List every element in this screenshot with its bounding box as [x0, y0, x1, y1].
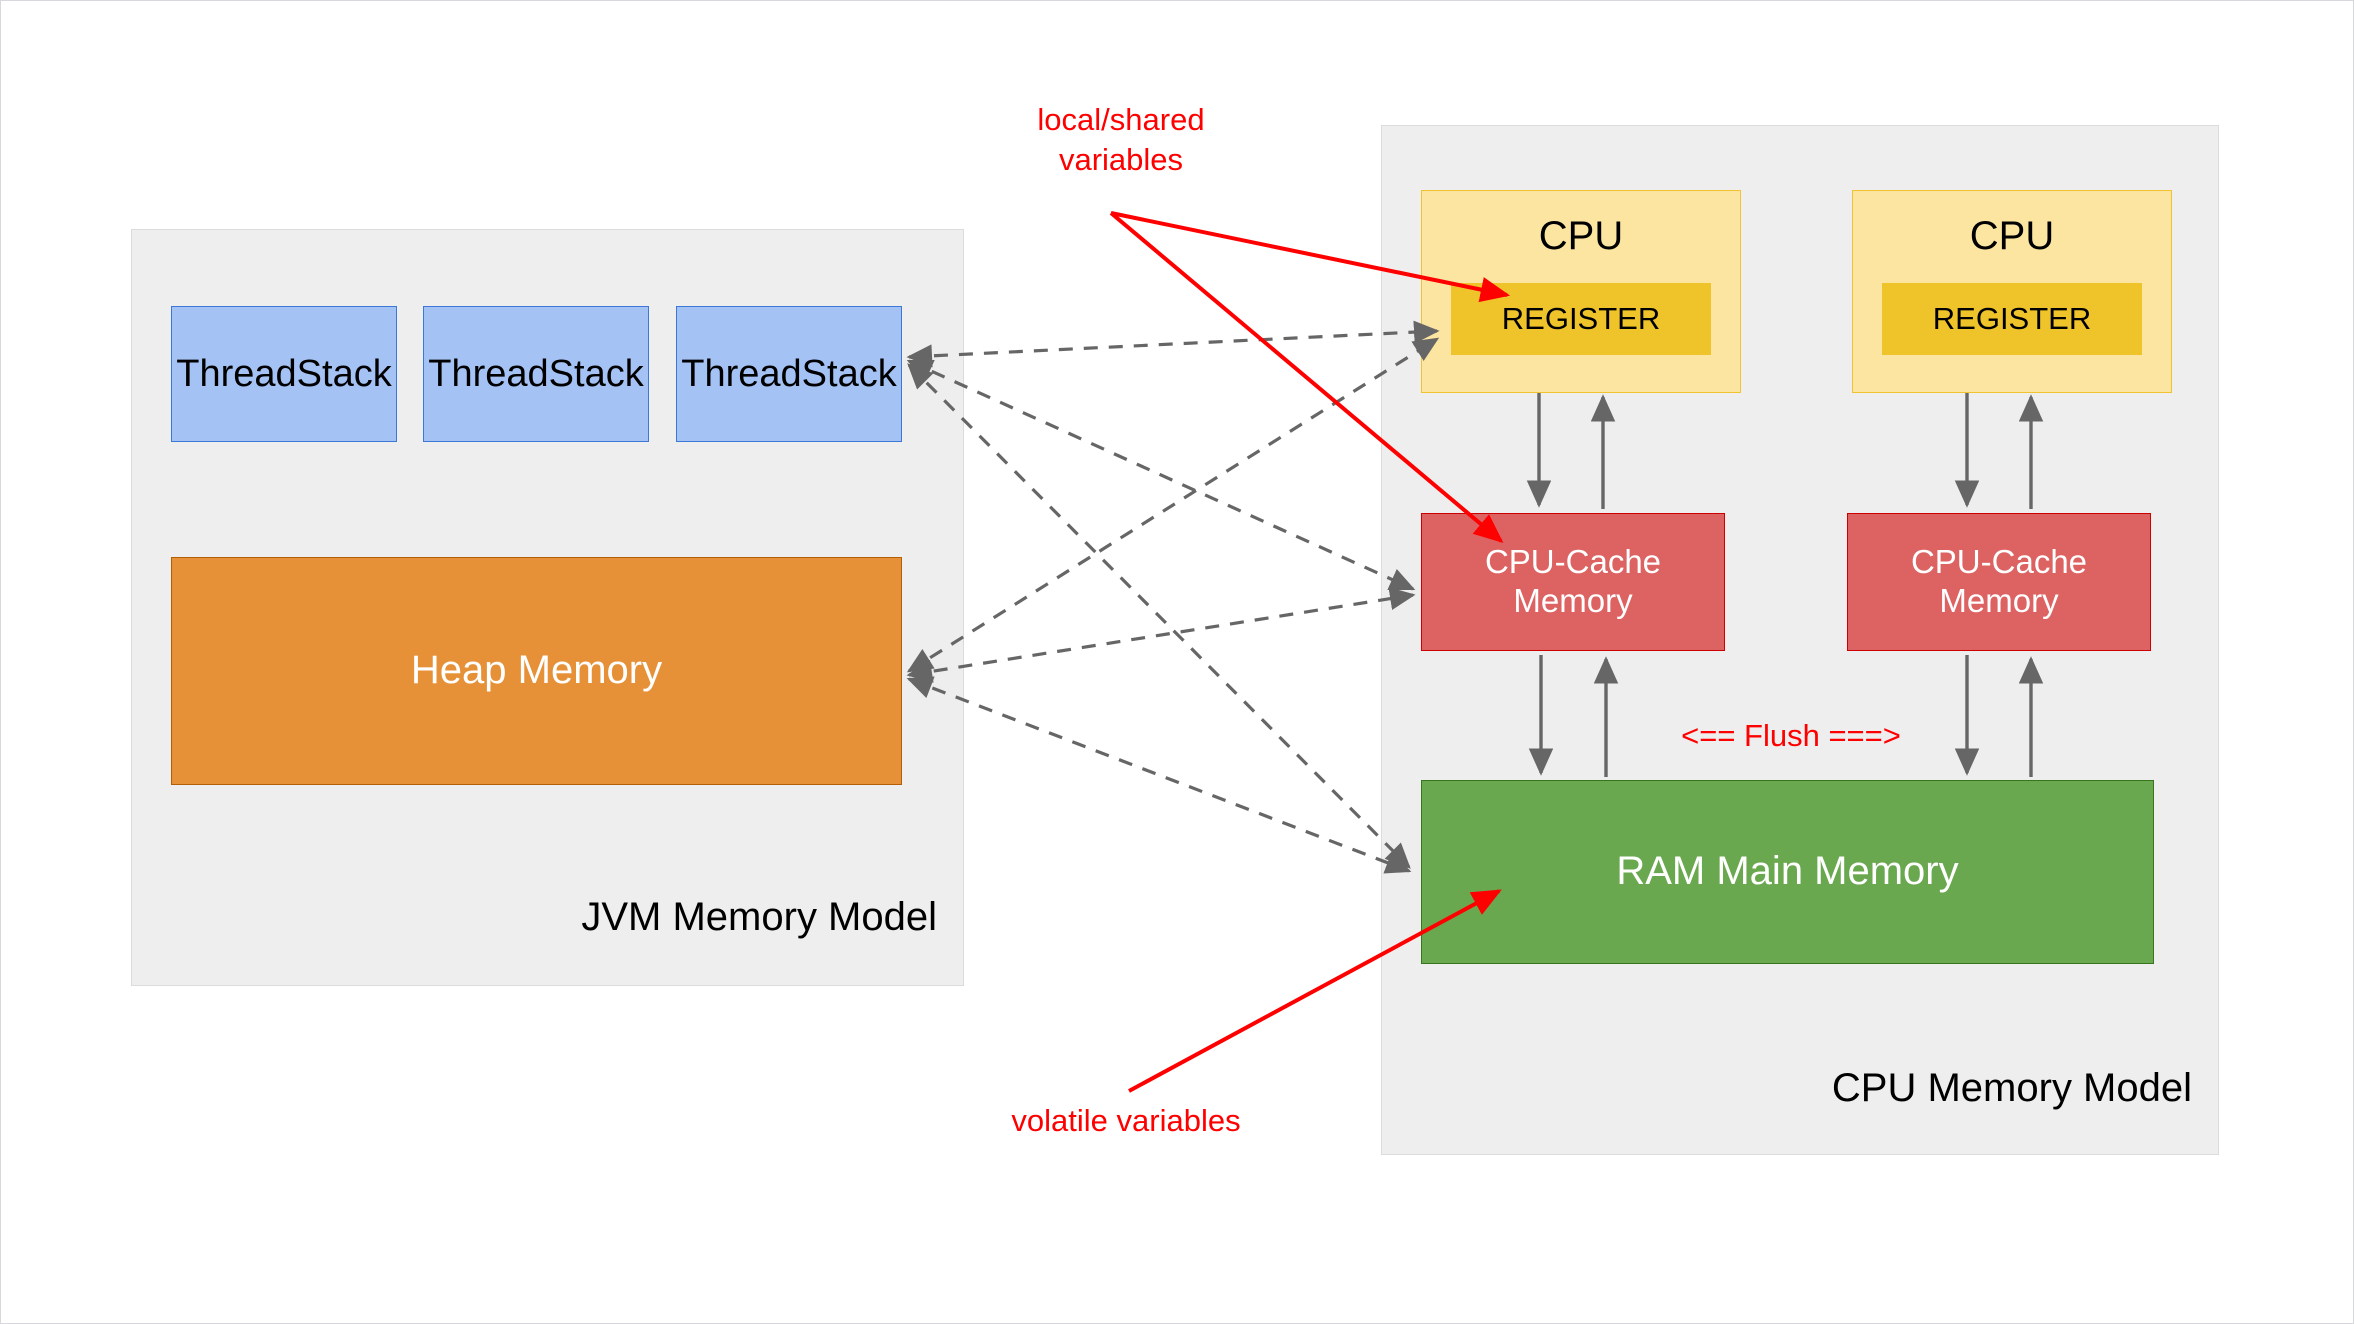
heap-memory-box[interactable]: Heap Memory: [171, 557, 902, 785]
dashed-link-heap-to-register: [906, 337, 1440, 673]
register-box-1[interactable]: REGISTER: [1451, 283, 1711, 355]
jvm-memory-model-caption: JVM Memory Model: [581, 895, 937, 939]
dashed-link-thread-to-cache: [906, 359, 1416, 591]
ram-main-memory-box[interactable]: RAM Main Memory: [1421, 780, 2154, 964]
dashed-link-heap-to-cache: [906, 587, 1416, 683]
dashed-link-thread-to-register: [906, 320, 1440, 368]
volatile-variables-annotation: volatile variables: [1011, 1103, 1241, 1138]
cpu-memory-model-caption: CPU Memory Model: [1831, 1066, 2192, 1110]
register-box-2[interactable]: REGISTER: [1882, 283, 2142, 355]
dashed-link-thread-to-ram: [907, 363, 1411, 869]
flush-annotation: <== Flush ===>: [1681, 718, 1901, 753]
dashed-link-heap-to-ram: [906, 676, 1412, 874]
